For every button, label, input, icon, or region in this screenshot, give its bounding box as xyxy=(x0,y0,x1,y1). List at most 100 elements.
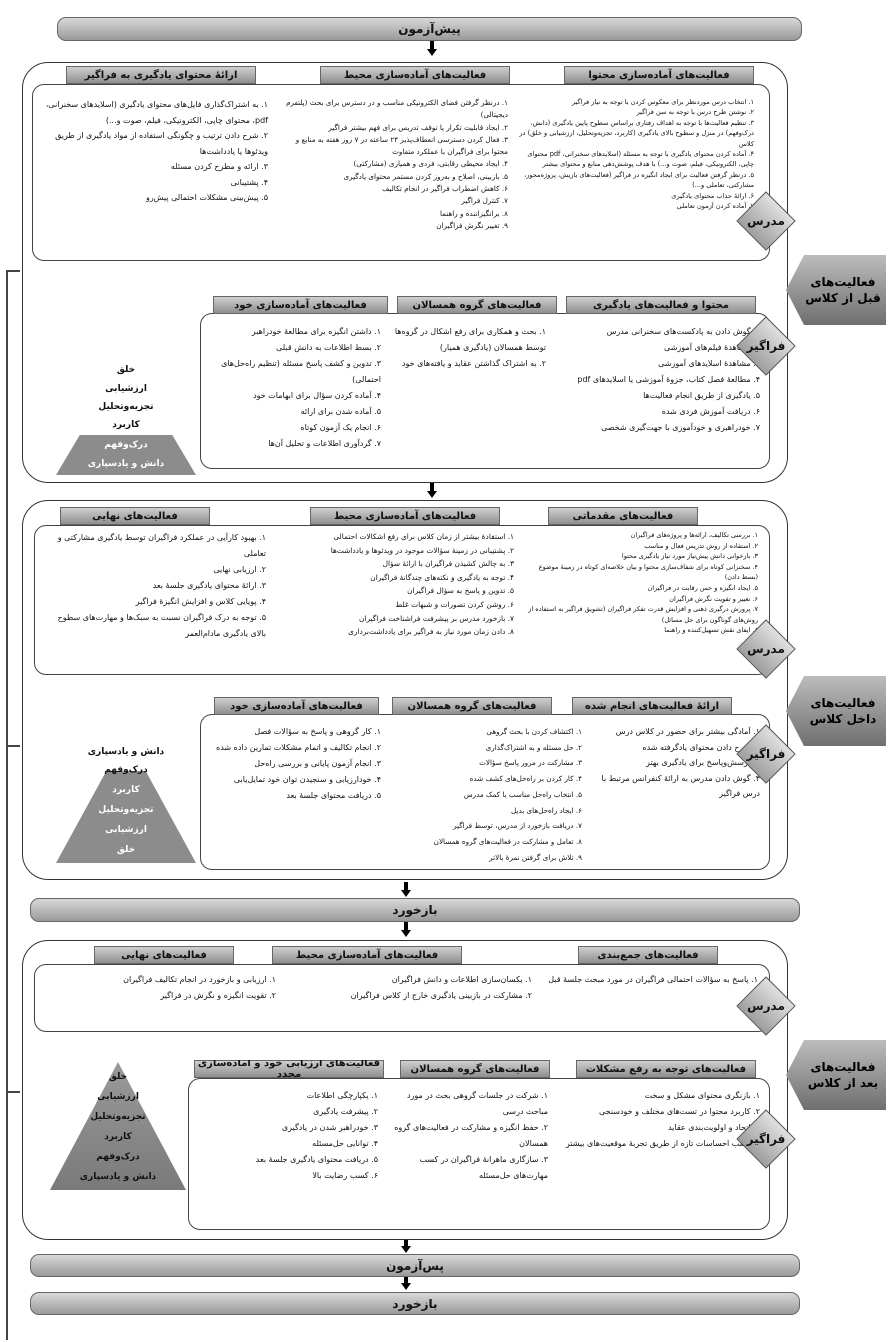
after-teacher-col2-list: ۱. یکسان‌سازی اطلاعات و دانش فراگیران ۲.… xyxy=(286,972,536,1028)
list-item: ۱. بهبود کارآیی در عملکرد فراگیران توسط … xyxy=(57,533,266,558)
list-item: ۱. اکتشاف کردن با بحث گروهی xyxy=(486,727,582,736)
list-item: ۳. مشارکت در مرور پاسخ سؤالات xyxy=(479,758,582,768)
after-teacher-box xyxy=(34,964,770,1032)
list-item: ۹. تغییر نگرش فراگیران xyxy=(436,220,508,230)
arrow-head xyxy=(401,890,411,897)
pyramid-level: ارزشیابی xyxy=(105,825,147,835)
list-item: ۱. درنظر گرفتن فضای الکترونیکی مناسب و د… xyxy=(286,98,508,120)
list-item: ۳. بازخوانی دانش پیش‌نیاز مورد نیاز یادگ… xyxy=(621,552,758,561)
before-learner-col3-title: فعالیت‌های آماده‌سازی خود xyxy=(213,296,388,314)
arrow-head xyxy=(427,49,437,56)
list-item: ۳. مشاهدهٔ اسلایدهای آموزشی xyxy=(658,359,760,368)
phase-after-class xyxy=(22,940,788,1240)
list-item: ۳. خودراهبر شدن در یادگیری xyxy=(281,1123,378,1132)
list-item: ۵. بازبینی، اصلاح و به‌روز کردن مستمر مح… xyxy=(343,171,509,181)
pyramid-level: خلق xyxy=(116,845,136,855)
after-teacher-col1-list: ۱. پاسخ به سؤالات احتمالی فراگیران در مو… xyxy=(540,972,762,1028)
list-item: ۳. فعال کردن دسترسی انعطاف‌پذیر ۲۴ ساعته… xyxy=(295,134,508,157)
list-item: ۸. برانگیزاننده و راهنما xyxy=(439,208,508,218)
list-item: ۲. شرح دادن ترتیب و چگونگی استفاده از مو… xyxy=(55,131,268,156)
list-item: ۱. گوش دادن به پادکست‌های سخنرانی مدرس xyxy=(606,327,760,336)
list-item: ۲. ارزیابی نهایی xyxy=(213,565,266,574)
list-item: ۵. انتخاب راه‌حل مناسب با کمک مدرس xyxy=(463,789,582,799)
during-teacher-col1-title: فعالیت‌های مقدماتی xyxy=(548,507,698,525)
list-item: ۴. توانایی حل‌مسئله xyxy=(312,1139,378,1148)
list-item: ۱. یکسان‌سازی اطلاعات و دانش فراگیران xyxy=(391,975,532,984)
list-item: ۲. حل مسئله و به اشتراک‌گذاری xyxy=(485,742,582,752)
list-item: ۷. دریافت بازخورد از مدرس، توسط فراگیر xyxy=(453,821,582,831)
list-item: ۹. تلاش برای گرفتن نمرهٔ بالاتر xyxy=(489,852,582,862)
list-item: ۴. توجه به یادگیری و نکته‌های چندگانهٔ ف… xyxy=(370,572,514,582)
before-learner-col2-title: فعالیت‌های گروه همسالان xyxy=(397,296,557,314)
before-teacher-col3-list: ۱. به اشتراک‌گذاری فایل‌های محتوای یادگی… xyxy=(40,97,272,257)
list-item: ۱. بررسی تکالیف، ارائه‌ها و پروژه‌های فر… xyxy=(630,531,758,539)
list-item: ۲. پیشرفت یادگیری xyxy=(313,1107,378,1116)
list-item: ۴. پشتیبانی xyxy=(230,177,268,187)
after-learner-col3-title: فعالیت‌های ارزیابی خود و آماده‌سازی مجدد xyxy=(194,1060,384,1078)
pyramid-level: درک‌وفهم xyxy=(96,1152,140,1162)
feedback-loop-line xyxy=(6,270,8,1340)
list-item: ۱. استفادهٔ بیشتر از زمان کلاس برای رفع … xyxy=(333,532,514,541)
phase-after-label: فعالیت‌های بعد از کلاس xyxy=(786,1040,886,1110)
list-item: ۱. پاسخ به سؤالات احتمالی فراگیران در مو… xyxy=(548,975,758,984)
feedback-loop-tick xyxy=(6,745,20,747)
pyramid-level: کاربرد xyxy=(112,785,140,795)
arrow-stem xyxy=(404,922,408,930)
phase-before-class xyxy=(22,62,788,483)
posttest-bar: پس‌آزمون xyxy=(30,1254,800,1277)
phase-during-class xyxy=(22,500,788,880)
list-item: ۴. گوش دادن مدرس به ارائهٔ کنفرانس مرتبط… xyxy=(601,773,761,799)
list-item: ۶. کسب رضایت بالا xyxy=(312,1171,378,1180)
during-teacher-col2-list: ۱. استفادهٔ بیشتر از زمان کلاس برای رفع … xyxy=(272,530,518,673)
pyramid-level: درک‌وفهم xyxy=(104,440,148,450)
during-teacher-col3-list: ۱. بهبود کارآیی در عملکرد فراگیران توسط … xyxy=(40,530,270,673)
arrow-head xyxy=(401,1246,411,1253)
pretest-bar: پیش‌آزمون xyxy=(57,17,802,41)
list-item: ۲. پشتیبانی در زمینهٔ سؤالات موجود در وی… xyxy=(330,545,514,555)
before-learner-col2-list: ۱. بحث و همکاری برای رفع اشکال در گروه‌ه… xyxy=(386,324,550,404)
pyramid-level: کاربرد xyxy=(112,420,140,430)
list-item: ۲. کاربرد محتوا در تست‌های مختلف و خودسن… xyxy=(599,1107,760,1116)
teacher-label: مدرس xyxy=(747,999,785,1013)
before-teacher-col1-list: ۱. انتخاب درس موردنظر برای معکوس کردن با… xyxy=(514,97,758,257)
before-learner-col1-list: ۱. گوش دادن به پادکست‌های سخنرانی مدرس ۲… xyxy=(552,324,764,467)
after-learner-col1-title: فعالیت‌های توجه به رفع مشکلات xyxy=(576,1060,756,1078)
before-teacher-col2-list: ۱. درنظر گرفتن فضای الکترونیکی مناسب و د… xyxy=(274,97,512,257)
pyramid-level: درک‌وفهم xyxy=(104,765,148,775)
learner-label: فراگیر xyxy=(746,339,786,353)
arrow-stem xyxy=(404,882,408,890)
after-learner-col2-title: فعالیت‌های گروه همسالان xyxy=(400,1060,550,1078)
list-item: ۷. کنترل فراگیر xyxy=(461,196,508,206)
list-item: ۶. کاهش اضطراب فراگیر در انجام تکالیف xyxy=(381,184,508,194)
during-teacher-box xyxy=(34,525,770,675)
pyramid-level: تجزیه‌وتحلیل xyxy=(98,402,154,412)
before-teacher-col3-title: ارائهٔ محتوای یادگیری به فراگیر xyxy=(66,66,256,84)
arrow-head xyxy=(427,491,437,498)
list-item: ۴. آماده کردن محتوای یادگیری با توجه به … xyxy=(527,150,754,169)
list-item: ۴. کسب احساسات تازه از طریق تجربهٔ موقعی… xyxy=(565,1139,760,1148)
before-teacher-box xyxy=(32,84,770,261)
list-item: ۱. آمادگی بیشتر برای حضور در کلاس درس xyxy=(615,727,760,736)
list-item: ۶. روشن کردن تصورات و شبهات غلط xyxy=(395,599,515,609)
list-item: ۳. انجام آزمون پایانی و بررسی راه‌حل xyxy=(254,759,381,768)
during-teacher-col2-title: فعالیت‌های آماده‌سازی محیط xyxy=(310,507,500,525)
list-item: ۳. تنظیم فعالیت‌ها با توجه به اهداف رفتا… xyxy=(519,118,754,148)
list-item: ۱. کار گروهی و پاسخ به سؤالات فصل xyxy=(254,727,381,736)
list-item: ۴. خودارزیابی و سنجیدن توان خود تمایل‌یا… xyxy=(233,775,381,784)
list-item: ۲. به اشتراک گذاشتن عقاید و یافته‌های خو… xyxy=(401,359,546,368)
list-item: ۲. بسط اطلاعات به دانش قبلی xyxy=(276,343,381,352)
before-learner-col3-list: ۱. داشتن انگیزه برای مطالعهٔ خودراهبر ۲.… xyxy=(207,324,385,467)
list-item: ۳. اتحاد و اولویت‌بندی عقاید xyxy=(667,1123,760,1132)
after-teacher-col3-title: فعالیت‌های نهایی xyxy=(94,946,234,964)
list-item: ۳. ارائهٔ محتوای یادگیری جلسهٔ بعد xyxy=(152,581,266,590)
during-learner-col3-list: ۱. کار گروهی و پاسخ به سؤالات فصل ۲. انج… xyxy=(207,724,385,868)
list-item: ۴. پویایی کلاس و افزایش انگیزهٔ فراگیر xyxy=(135,597,266,606)
feedback-bar: بازخورد xyxy=(30,898,800,922)
pyramid-level: ارزشیابی xyxy=(97,1092,139,1102)
list-item: ۲. شرح دادن محتوای یادگرفته شده xyxy=(642,742,760,752)
during-learner-col3-title: فعالیت‌های آماده‌سازی خود xyxy=(214,697,379,715)
list-item: ۲. مشاهدهٔ فیلم‌های آموزشی xyxy=(664,343,760,352)
bloom-pyramid: خلق ارزشیابی تجزیه‌وتحلیل کاربرد درک‌وفه… xyxy=(50,1062,186,1190)
list-item: ۱. بازنگری محتوای مشکل و سخت xyxy=(644,1091,760,1100)
arrow-head xyxy=(401,1283,411,1290)
